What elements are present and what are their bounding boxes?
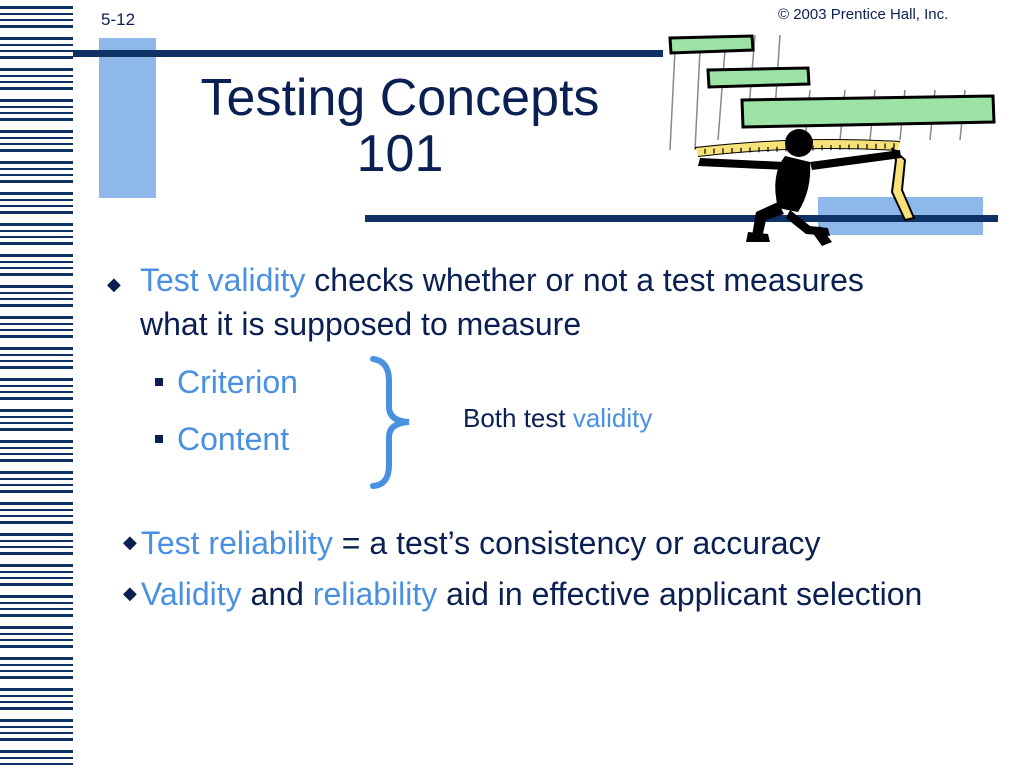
diamond-bullet-icon: ◆ [123, 532, 137, 552]
title-line-1: Testing Concepts [200, 69, 600, 127]
both-highlight: validity [572, 403, 653, 433]
sub-bullet-content: Content [155, 421, 289, 458]
title-top-rule [73, 50, 663, 57]
both-plain: Both test [463, 403, 573, 433]
both-test-validity-note: Both test validity [463, 403, 652, 434]
copyright-text: © 2003 Prentice Hall, Inc. [778, 6, 949, 23]
measuring-person-clipart [668, 34, 996, 246]
bullet-1-highlight: Test validity [140, 262, 306, 298]
title-bottom-rule [365, 215, 998, 222]
bullet-validity-reliability: ◆Validity and reliability aid in effecti… [123, 572, 983, 621]
brace-icon [370, 356, 410, 489]
title-line-2: 101 [356, 125, 444, 183]
bullet-3-rest: aid in effective applicant selection [437, 576, 923, 612]
bullet-test-validity: ◆ Test validity checks whether or not a … [107, 258, 887, 346]
bullet-test-reliability: ◆Test reliability = a test’s consistency… [123, 521, 1003, 570]
slide-number: 5-12 [101, 10, 136, 29]
bullet-2-rest: = a test’s consistency or accuracy [332, 525, 821, 561]
square-bullet-icon [155, 377, 163, 386]
bullet-1-rest: checks whether or not a test measures wh… [140, 262, 864, 342]
square-bullet-icon [155, 434, 163, 443]
bullet-1-text: Test validity checks whether or not a te… [140, 258, 887, 346]
bullet-2-highlight: Test reliability [140, 525, 333, 561]
bullet-3-mid: and [241, 576, 313, 612]
diamond-bullet-icon: ◆ [107, 274, 121, 294]
slide-title: Testing Concepts 101 [150, 70, 650, 182]
left-stripe-border [0, 6, 73, 765]
bullet-3-highlight-2: reliability [312, 576, 438, 612]
title-accent-bar [99, 38, 156, 198]
bullet-3-highlight-1: Validity [140, 576, 242, 612]
sub-bullet-1-label: Criterion [177, 364, 298, 400]
sub-bullet-criterion: Criterion [155, 364, 298, 401]
sub-bullet-2-label: Content [177, 421, 290, 457]
diamond-bullet-icon: ◆ [123, 583, 137, 603]
